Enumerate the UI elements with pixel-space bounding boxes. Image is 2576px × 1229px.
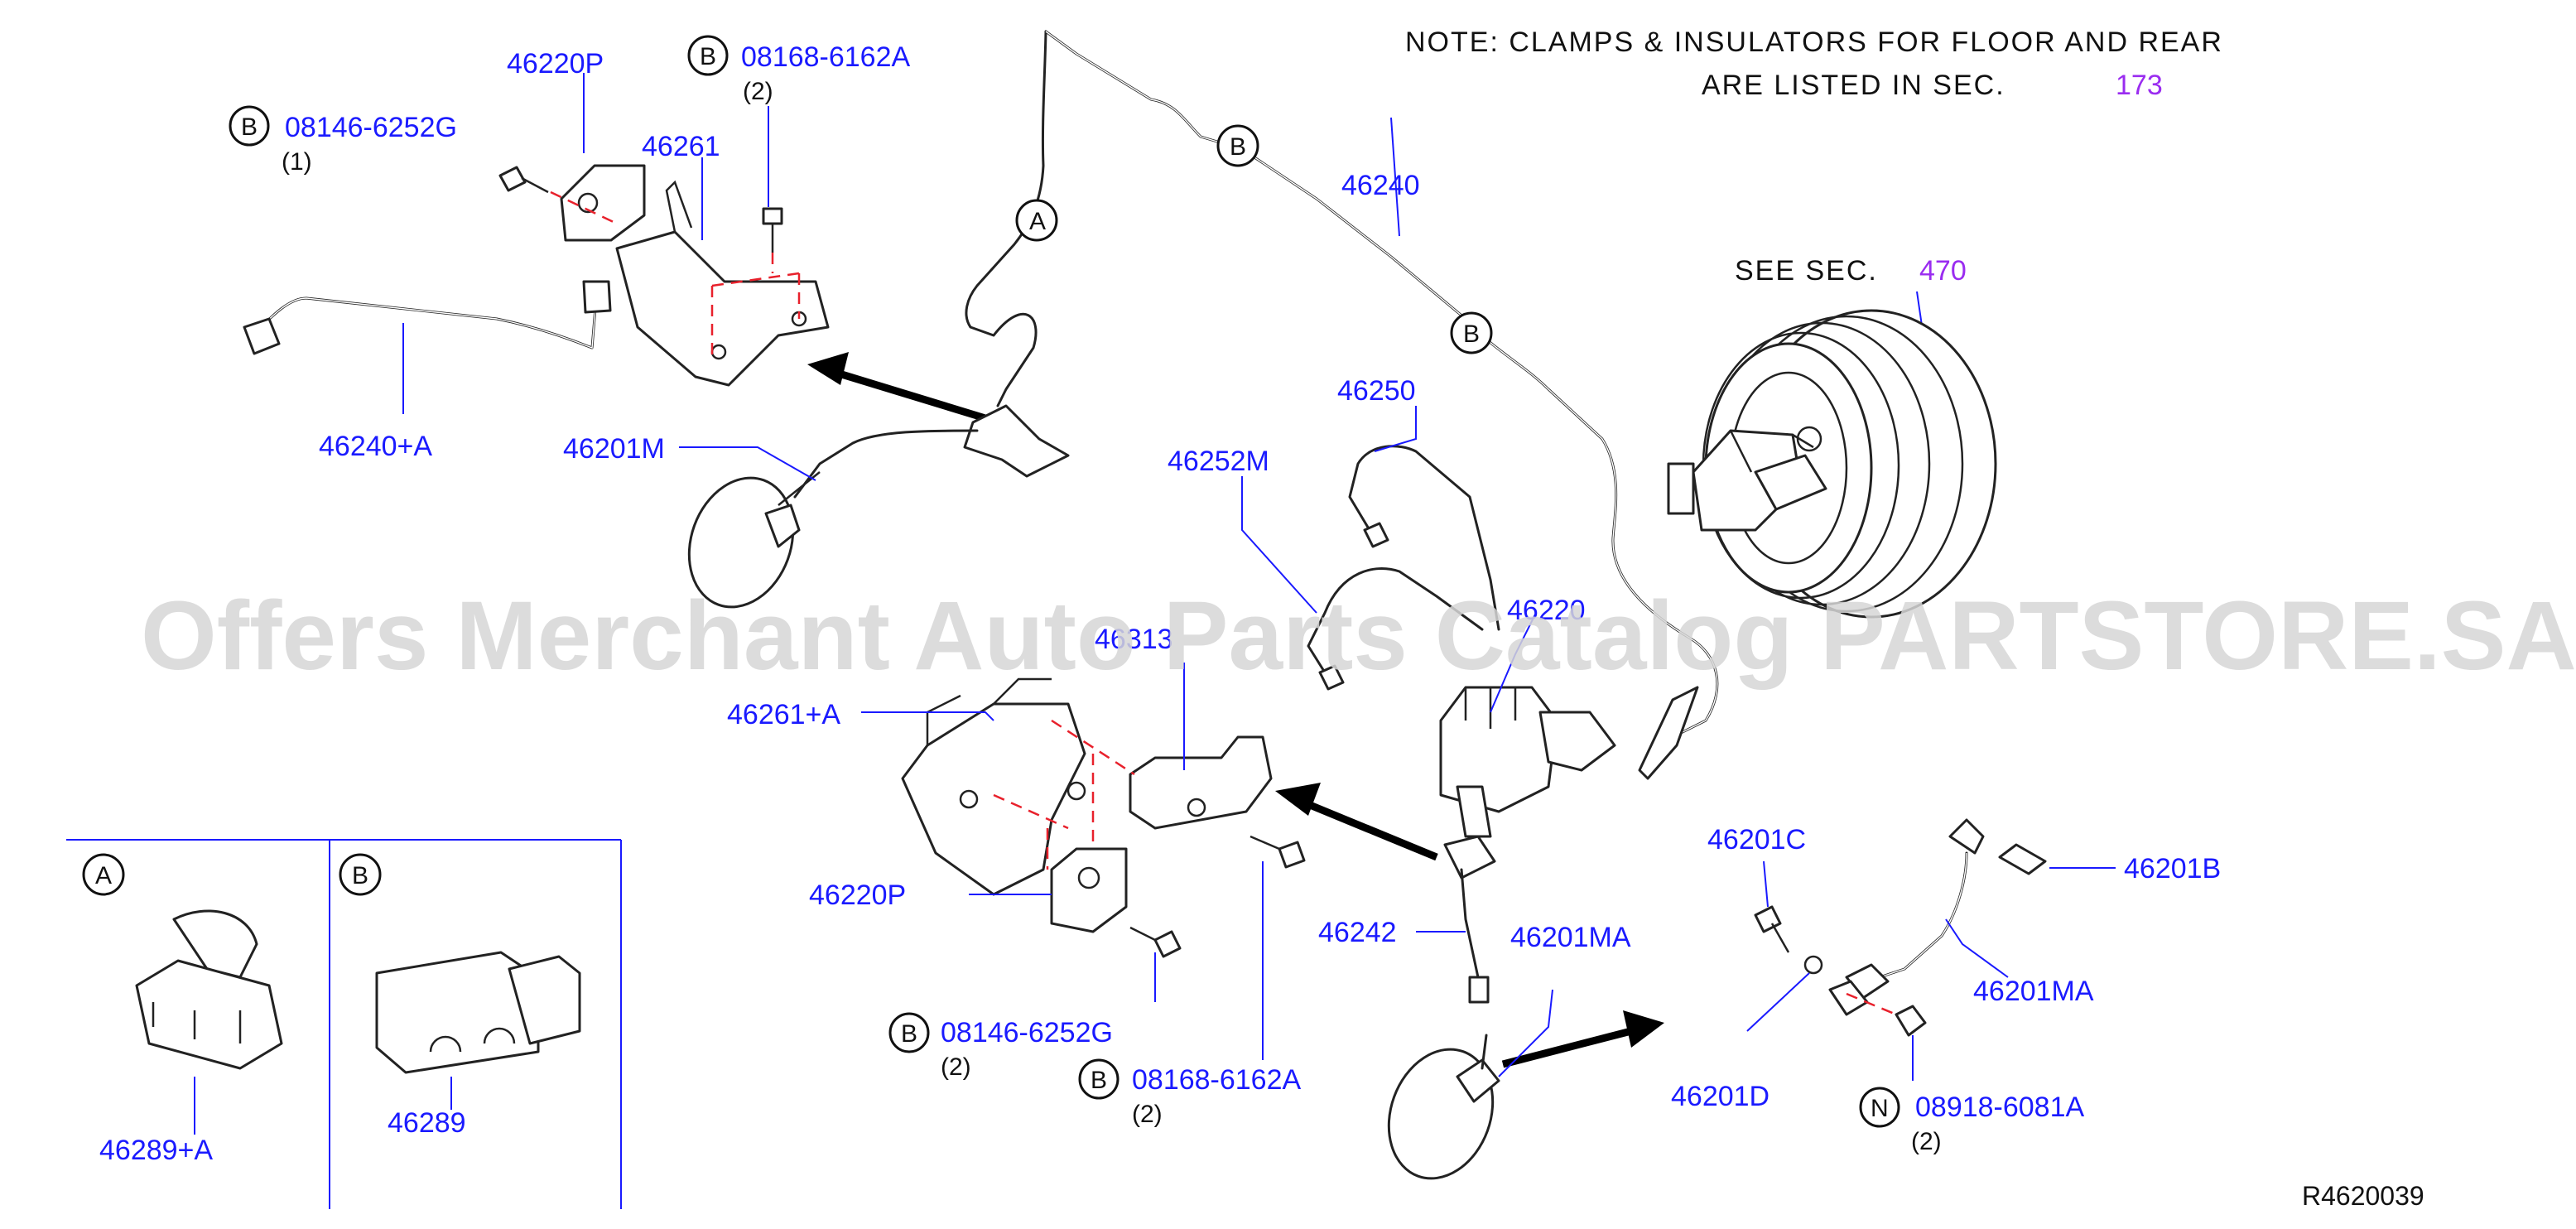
note-section-link[interactable]: 173 — [2116, 70, 2163, 101]
part-label-46201b[interactable]: 46201B — [2124, 853, 2221, 884]
brake-pipe-46240 — [965, 30, 1719, 780]
connector-b-marker-2 — [1450, 311, 1493, 354]
qty-08168-mid: (2) — [1132, 1101, 1163, 1128]
part-label-46201c[interactable]: 46201C — [1707, 824, 1806, 855]
part-label-08168-top[interactable]: 08168-6162A — [741, 41, 911, 73]
part-label-46242[interactable]: 46242 — [1318, 917, 1397, 948]
qty-08146-top: (1) — [282, 148, 312, 176]
bolt-b-letter-top-left: B — [241, 113, 258, 141]
part-labels: 46220P B 08168-6162A (2) B 08146-6252G (… — [99, 35, 2221, 1166]
connector-b-letter-1: B — [1230, 133, 1246, 161]
leader-lines — [402, 73, 2116, 1081]
bolt-b-letter-mid-1: B — [901, 1020, 917, 1048]
part-label-46313[interactable]: 46313 — [1095, 624, 1173, 655]
connector-a-letter: A — [1029, 208, 1046, 235]
part-label-08918[interactable]: 08918-6081A — [1915, 1092, 2085, 1123]
part-label-46240[interactable]: 46240 — [1341, 170, 1420, 201]
inset-a-marker — [82, 853, 125, 896]
watermark: Offers Merchant Auto Parts Catalog PARTS… — [141, 581, 2576, 691]
connector-b-letter-2: B — [1463, 321, 1480, 348]
bolt-b-marker-mid-1 — [888, 1012, 930, 1053]
bolt-b-letter-top: B — [700, 43, 716, 70]
connector-b-marker-1 — [1216, 124, 1259, 167]
part-label-46261a[interactable]: 46261+A — [727, 699, 840, 730]
connector-a-marker — [1015, 199, 1058, 242]
see-section: SEE SEC. 470 — [1735, 255, 1967, 332]
part-label-46201d[interactable]: 46201D — [1671, 1081, 1769, 1112]
part-label-46289[interactable]: 46289 — [388, 1107, 466, 1139]
part-label-46201ma-right[interactable]: 46201MA — [1973, 976, 2094, 1007]
part-label-46201m[interactable]: 46201M — [563, 433, 665, 465]
connector-markers: A B B — [1015, 124, 1493, 354]
inset-panel: A B — [66, 839, 622, 1209]
part-label-08146-mid[interactable]: 08146-6252G — [941, 1017, 1113, 1048]
drawing-number: R4620039 — [2302, 1181, 2424, 1211]
qty-08168-top: (2) — [743, 78, 773, 105]
part-label-08146-top[interactable]: 08146-6252G — [285, 112, 457, 143]
part-label-46201ma-center[interactable]: 46201MA — [1510, 922, 1631, 953]
part-label-46220p-top[interactable]: 46220P — [507, 48, 604, 80]
part-label-46252m[interactable]: 46252M — [1168, 446, 1269, 477]
bolt-b-marker-top — [687, 35, 729, 76]
inset-b-letter: B — [352, 862, 368, 889]
see-section-link[interactable]: 470 — [1919, 255, 1967, 287]
nut-n-letter: N — [1871, 1095, 1889, 1122]
see-section-label: SEE SEC. — [1735, 255, 1878, 287]
inset-b-marker — [339, 853, 382, 896]
inset-a-letter: A — [95, 862, 112, 889]
note-line-1: NOTE: CLAMPS & INSULATORS FOR FLOOR AND … — [1405, 27, 2223, 58]
note-line-2: ARE LISTED IN SEC. — [1702, 70, 2005, 101]
part-label-46220[interactable]: 46220 — [1507, 595, 1586, 626]
bolt-b-letter-mid-2: B — [1091, 1067, 1107, 1094]
part-label-46220p-mid[interactable]: 46220P — [809, 880, 906, 911]
right-hose-drawing — [1754, 818, 2047, 1037]
center-assembly-drawing — [901, 445, 1664, 1180]
brake-booster-drawing — [1667, 309, 1997, 619]
bolt-b-marker-top-left — [229, 105, 270, 147]
part-label-46261[interactable]: 46261 — [642, 131, 720, 162]
qty-08146-mid: (2) — [941, 1053, 971, 1081]
part-label-46240a[interactable]: 46240+A — [319, 431, 432, 462]
note-block: NOTE: CLAMPS & INSULATORS FOR FLOOR AND … — [1405, 27, 2223, 101]
nut-n-marker — [1859, 1087, 1900, 1128]
bolt-b-marker-mid-2 — [1078, 1058, 1119, 1100]
qty-08918: (2) — [1911, 1128, 1942, 1155]
part-label-46250[interactable]: 46250 — [1337, 375, 1416, 407]
part-label-08168-mid[interactable]: 08168-6162A — [1132, 1064, 1302, 1096]
top-left-assembly-drawing — [243, 164, 1070, 609]
part-label-46289a[interactable]: 46289+A — [99, 1135, 213, 1166]
